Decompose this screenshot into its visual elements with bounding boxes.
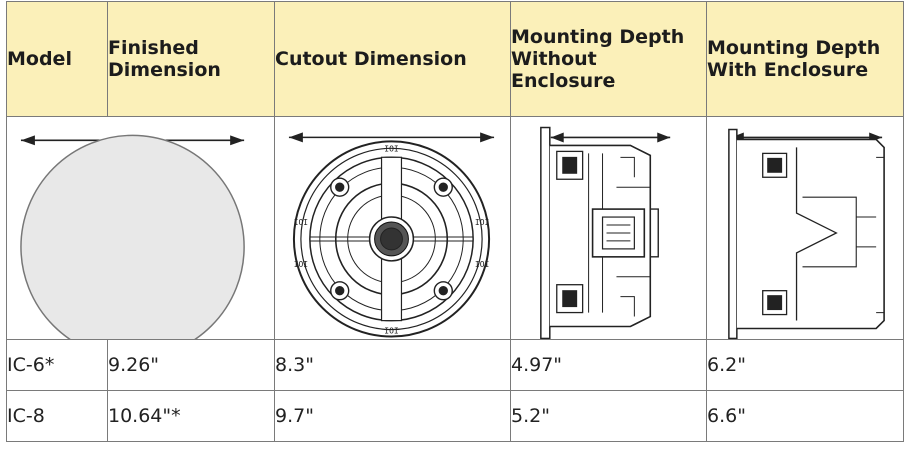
finished-grille-cell	[6, 116, 275, 340]
spec-table: Model Finished Dimension Cutout Dimensio…	[6, 1, 904, 442]
mount-label-left-upper: IOI	[294, 218, 308, 227]
depth-without-cell	[510, 116, 707, 340]
row2-finished-dimension: 10.64"*	[107, 390, 275, 442]
row2-depth-with-enclosure: 6.6"	[706, 390, 904, 442]
row1-depth-without-enclosure: 4.97"	[510, 339, 707, 391]
mount-label-right-upper: IOI	[475, 218, 489, 227]
header-depth-without-enclosure: Mounting Depth Without Enclosure	[510, 1, 707, 117]
row1-depth-with-enclosure: 6.2"	[706, 339, 904, 391]
row2-model: IC-8	[6, 390, 108, 442]
header-row: Model Finished Dimension Cutout Dimensio…	[6, 1, 904, 117]
header-model: Model	[6, 1, 108, 117]
depth-without-enclosure-diagram-icon	[540, 126, 671, 339]
mount-label-left-lower: IOI	[294, 260, 308, 269]
row2-cutout-dimension: 9.7"	[274, 390, 511, 442]
image-row: IOI IOI IOI IOI IOI IOI	[6, 116, 904, 340]
table-row: IC-8 10.64"* 9.7" 5.2" 6.6"	[6, 390, 904, 442]
row2-depth-without-enclosure: 5.2"	[510, 390, 707, 442]
header-finished-dimension: Finished Dimension	[107, 1, 275, 117]
table-row: IC-6* 9.26" 8.3" 4.97" 6.2"	[6, 339, 904, 391]
header-cutout-dimension: Cutout Dimension	[274, 1, 511, 117]
depth-with-enclosure-diagram-icon	[728, 128, 885, 339]
mount-label-top: IOI	[384, 144, 398, 153]
header-depth-with-enclosure: Mounting Depth With Enclosure	[706, 1, 904, 117]
cutout-driver-cell: IOI IOI IOI IOI IOI IOI	[274, 116, 511, 340]
cutout-driver-diagram-icon: IOI IOI IOI IOI IOI IOI	[288, 132, 495, 338]
depth-with-cell	[706, 116, 904, 340]
row1-cutout-dimension: 8.3"	[274, 339, 511, 391]
mount-label-bottom: IOI	[384, 327, 398, 336]
finished-grille-diagram-icon	[20, 134, 245, 339]
row1-model: IC-6*	[6, 339, 108, 391]
mount-label-right-lower: IOI	[475, 260, 489, 269]
row1-finished-dimension: 9.26"	[107, 339, 275, 391]
